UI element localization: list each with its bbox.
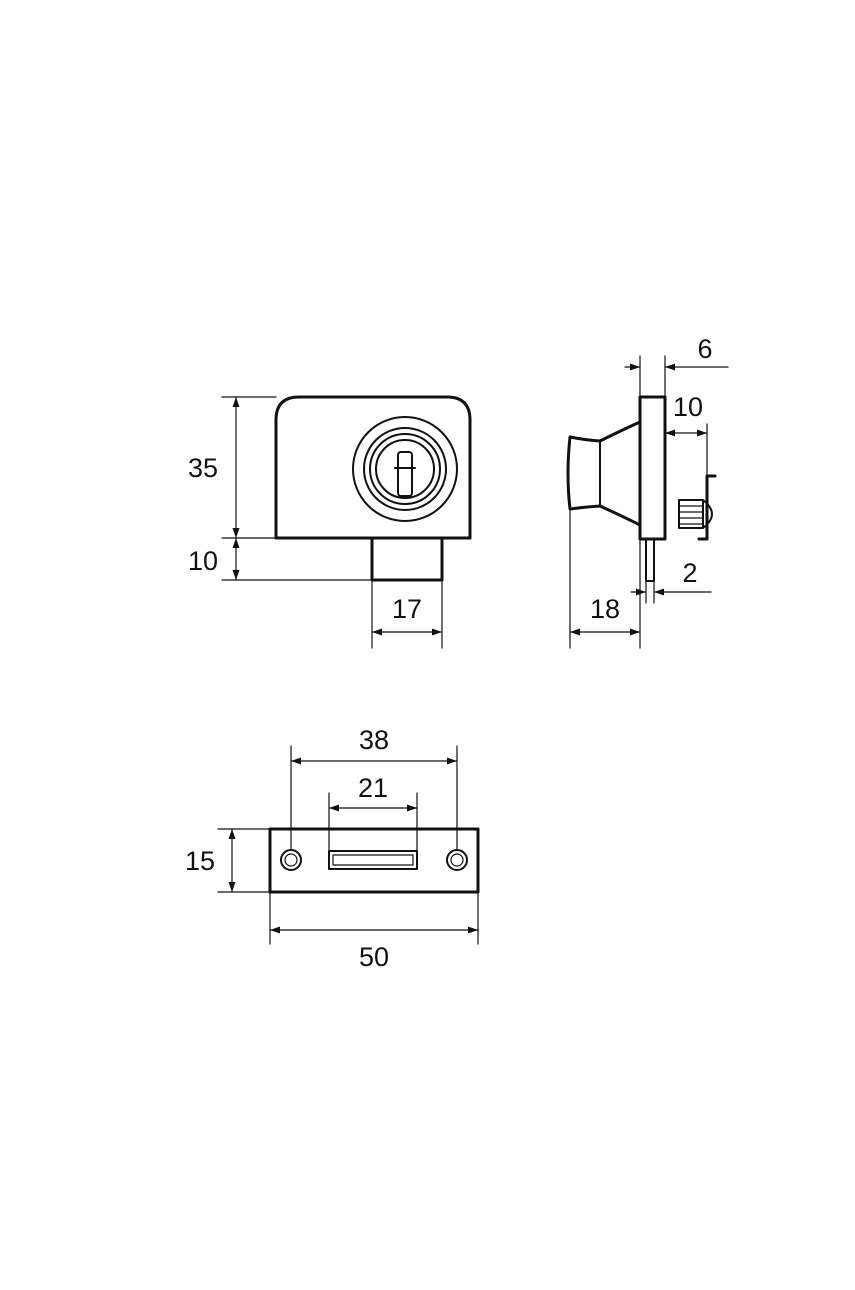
side-back-plate [638,395,667,541]
side-bolt-icon [678,474,717,541]
dim-front-stem-width: 17 [371,594,443,636]
dim-front-stem-height: 10 [188,537,240,581]
dim-label: 21 [358,773,388,803]
dim-side-plate-thickness: 6 [624,334,729,371]
dim-side-bolt-offset: 10 [664,392,708,437]
dim-label: 18 [590,594,620,624]
dim-label: 50 [359,942,389,972]
strike-hole-left-icon [280,849,302,871]
dim-side-knob-depth: 18 [569,594,641,636]
front-view: 35 10 17 [188,395,472,649]
dim-strike-height: 15 [185,828,236,893]
side-knob [566,420,642,527]
front-lock-stem [370,536,444,582]
dim-strike-hole-spacing: 38 [290,725,458,765]
dim-label: 17 [392,594,422,624]
strike-plate-view: 38 21 15 50 [185,725,480,972]
dim-strike-width: 50 [269,926,479,972]
dim-front-height: 35 [188,396,240,539]
front-lock-body [274,395,472,540]
dim-label: 38 [359,725,389,755]
dim-side-pin-width: 2 [630,558,712,596]
side-view: 6 10 2 18 [566,334,729,649]
dim-label: 10 [188,546,218,576]
strike-slot [328,850,418,870]
key-cylinder-icon [352,416,458,522]
dim-strike-slot-width: 21 [328,773,418,812]
dim-label: 35 [188,453,218,483]
strike-hole-right-icon [446,849,468,871]
dim-label: 15 [185,846,215,876]
dim-label: 2 [682,558,697,588]
strike-plate [268,827,480,894]
dim-label: 6 [697,334,712,364]
side-pin [645,538,655,582]
dim-label: 10 [673,392,703,422]
